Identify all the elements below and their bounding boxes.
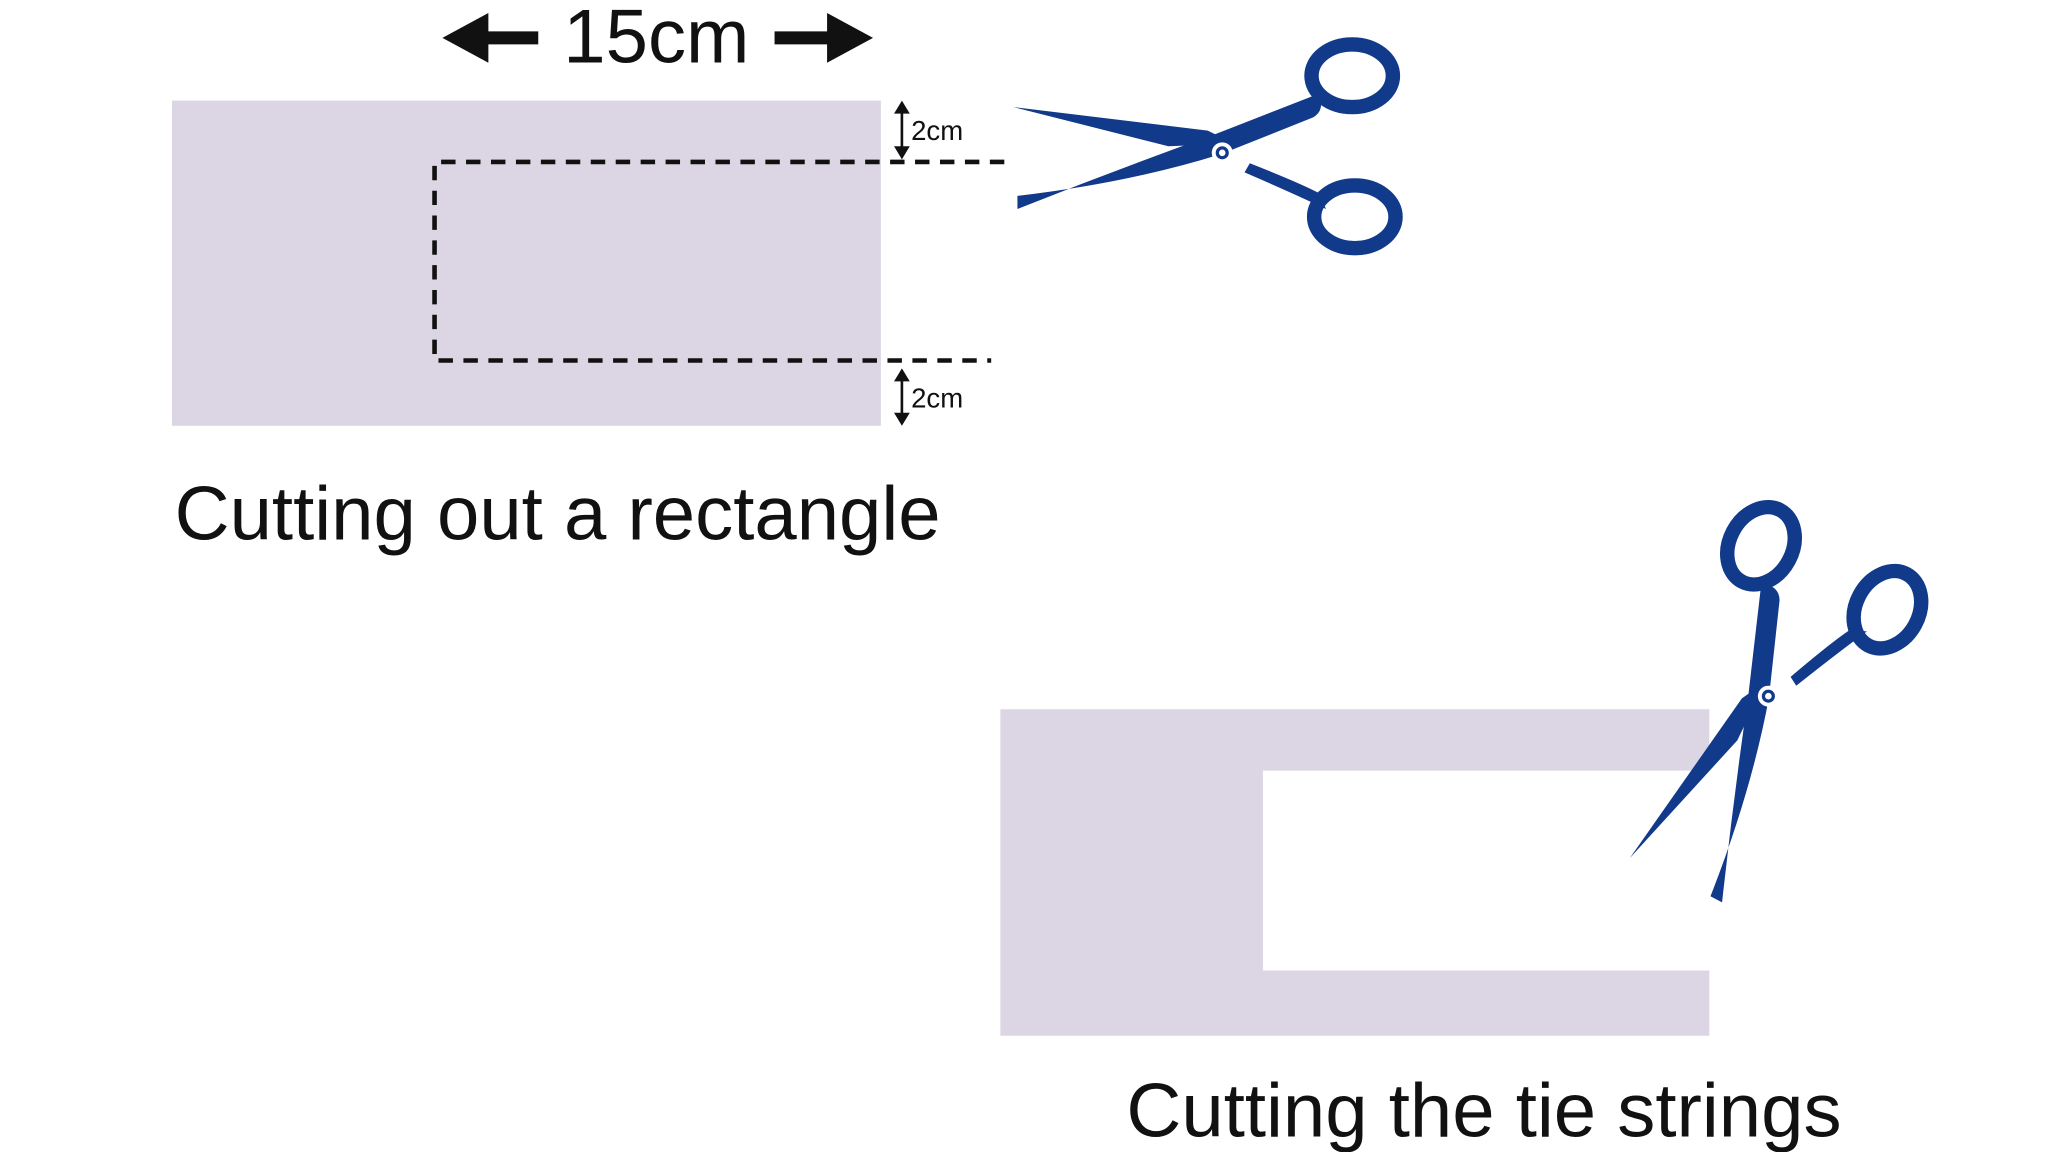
scissors-icon <box>1013 44 1395 248</box>
bottom-diagram: Cutting the tie strings <box>1000 493 1934 1152</box>
margin-top-label: 2cm <box>911 115 963 146</box>
fabric-rectangle <box>171 100 881 426</box>
fabric-tie-strings <box>1000 709 1710 1036</box>
margin-bottom-label: 2cm <box>911 383 963 414</box>
scissors-icon <box>1574 493 1934 924</box>
margin-top-arrow: 2cm <box>894 100 963 160</box>
arrow-left-icon <box>442 13 539 63</box>
top-caption: Cutting out a rectangle <box>175 472 941 557</box>
bottom-caption: Cutting the tie strings <box>1126 1069 1841 1152</box>
width-arrow: 15cm <box>442 0 874 80</box>
top-diagram: 15cm 2cm 2cm Cutting out a rectangle <box>171 0 1396 557</box>
arrow-right-icon <box>774 13 874 63</box>
width-label: 15cm <box>563 0 749 80</box>
margin-bottom-arrow: 2cm <box>894 368 963 426</box>
cut-line <box>432 159 1005 363</box>
